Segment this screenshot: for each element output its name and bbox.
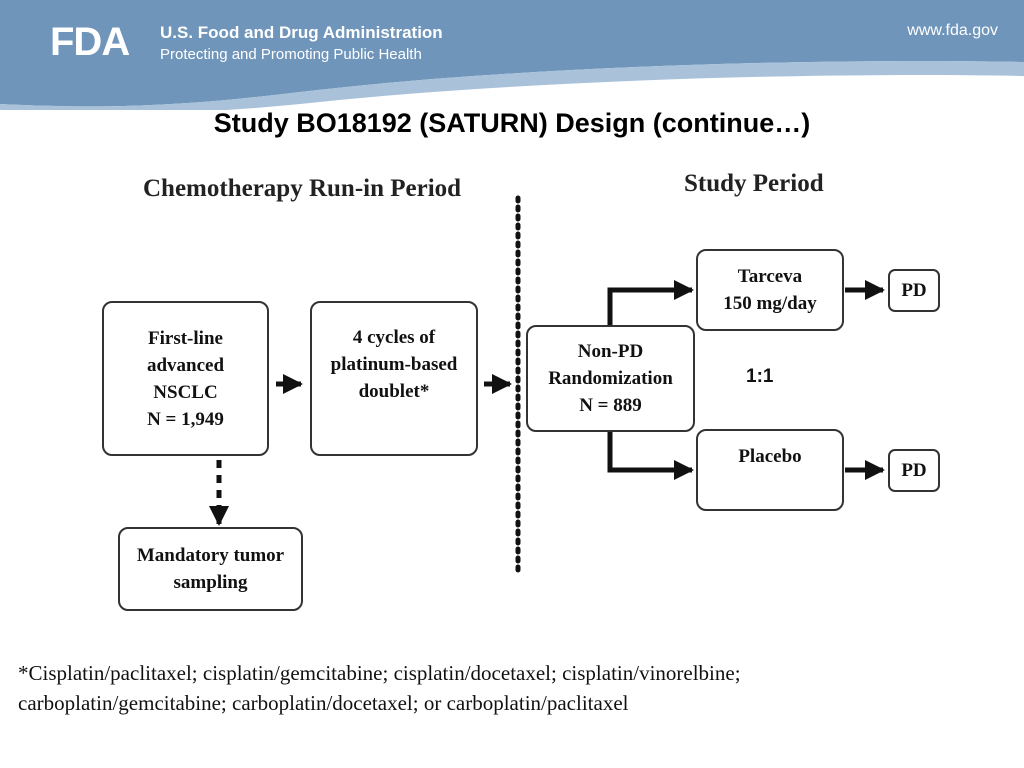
box-line: N = 889 bbox=[579, 395, 642, 416]
randomization-box: Non-PD Randomization N = 889 bbox=[526, 325, 695, 432]
randomization-ratio: 1:1 bbox=[746, 366, 774, 387]
arrow-to-placebo bbox=[607, 432, 694, 480]
box-line: platinum-based bbox=[330, 354, 458, 375]
slide-title: Study BO18192 (SATURN) Design (continue…… bbox=[213, 108, 811, 138]
placebo-arm-box: Placebo bbox=[696, 429, 844, 511]
box-line: 4 cycles of bbox=[352, 327, 436, 348]
box-line: Mandatory tumor bbox=[136, 545, 285, 566]
box-line: Tarceva bbox=[737, 266, 803, 287]
pd-outcome-top: PD bbox=[888, 269, 940, 312]
box-line: 150 mg/day bbox=[723, 293, 817, 314]
box-line: Non-PD bbox=[577, 341, 644, 362]
box-line: sampling bbox=[173, 572, 248, 593]
box-line: N = 1,949 bbox=[147, 408, 224, 430]
agency-tagline: Protecting and Promoting Public Health bbox=[160, 46, 422, 63]
fda-logo[interactable]: FDA bbox=[50, 20, 130, 64]
box-line: First-line bbox=[148, 327, 223, 349]
footnote-line: carboplatin/gemcitabine; carboplatin/doc… bbox=[18, 691, 629, 715]
footnote-line: *Cisplatin/paclitaxel; cisplatin/gemcita… bbox=[18, 661, 741, 685]
pd-outcome-bottom: PD bbox=[888, 449, 940, 492]
box-line: NSCLC bbox=[153, 381, 218, 403]
study-period-heading: Study Period bbox=[684, 170, 824, 197]
platinum-doublet-box: 4 cycles of platinum-based doublet* bbox=[310, 301, 478, 456]
box-line: doublet* bbox=[358, 381, 430, 402]
box-line: PD bbox=[901, 460, 927, 481]
website-link[interactable]: www.fda.gov bbox=[907, 22, 998, 39]
footnote: *Cisplatin/paclitaxel; cisplatin/gemcita… bbox=[18, 658, 741, 718]
header-band bbox=[0, 0, 1024, 110]
tumor-sampling-box: Mandatory tumor sampling bbox=[118, 527, 303, 611]
box-line: Randomization bbox=[548, 368, 673, 389]
agency-name: U.S. Food and Drug Administration bbox=[160, 23, 443, 42]
arrow-to-tarceva bbox=[607, 280, 694, 326]
box-line: Placebo bbox=[738, 446, 802, 467]
box-line: PD bbox=[901, 280, 927, 301]
first-line-nsclc-box: First-line advanced NSCLC N = 1,949 bbox=[102, 301, 269, 456]
box-line: advanced bbox=[146, 354, 225, 376]
run-in-period-heading: Chemotherapy Run-in Period bbox=[143, 175, 462, 202]
tarceva-arm-box: Tarceva 150 mg/day bbox=[696, 249, 844, 331]
